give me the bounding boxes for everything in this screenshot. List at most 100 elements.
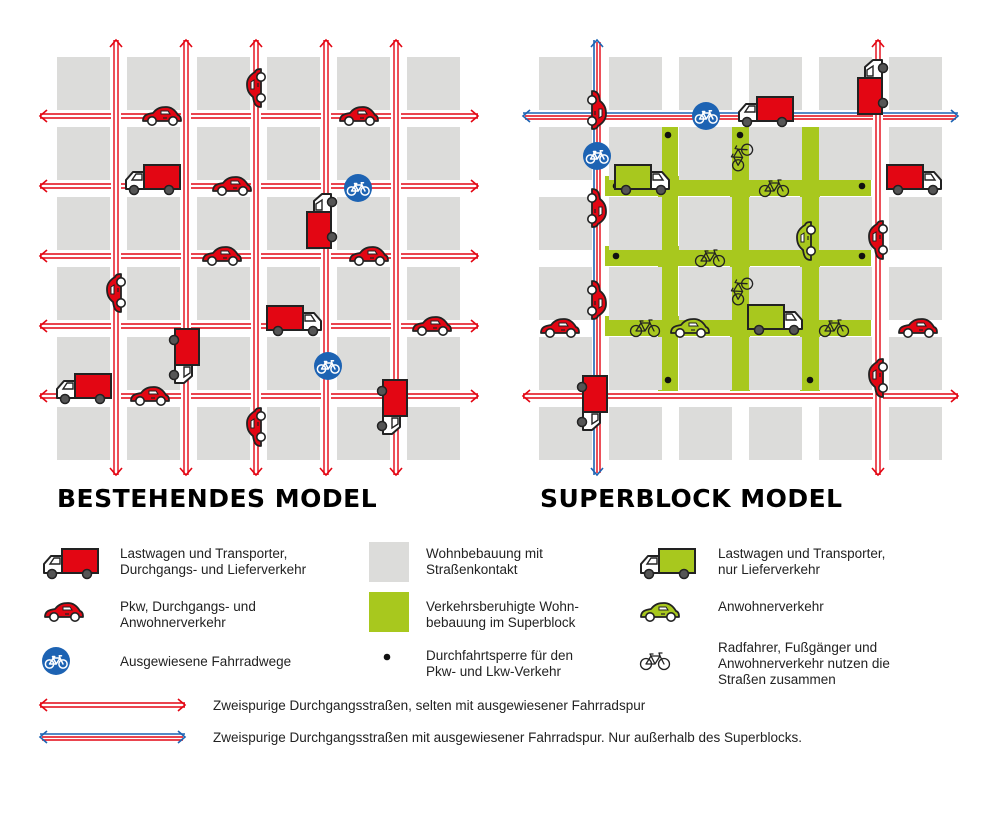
truck-icon bbox=[306, 193, 338, 249]
green-shared-street bbox=[730, 127, 750, 392]
car-icon bbox=[640, 602, 680, 622]
residential-block bbox=[889, 197, 942, 250]
residential-block bbox=[679, 127, 732, 180]
bike-lane-sign-icon bbox=[314, 352, 342, 380]
bicycle-icon bbox=[730, 277, 754, 306]
residential-block bbox=[749, 197, 802, 250]
bike-lane-sign-icon bbox=[583, 142, 611, 170]
residential-block bbox=[539, 267, 592, 320]
legend-icons bbox=[38, 542, 696, 744]
residential-block bbox=[609, 267, 662, 320]
residential-block bbox=[127, 407, 180, 460]
barrier-dot-icon bbox=[383, 653, 391, 661]
truck-icon bbox=[640, 548, 696, 580]
residential-block bbox=[267, 127, 320, 180]
legend-shared-street-label: Radfahrer, Fußgänger und Anwohnerverkehr… bbox=[718, 640, 890, 687]
residential-block bbox=[267, 337, 320, 390]
residential-block bbox=[819, 197, 872, 250]
car-icon bbox=[212, 176, 252, 196]
bicycle-icon bbox=[758, 179, 790, 198]
residential-blocks bbox=[539, 57, 942, 460]
barrier-dot-icon bbox=[664, 376, 672, 384]
car-icon bbox=[587, 188, 607, 228]
residential-block bbox=[127, 267, 180, 320]
residential-block bbox=[889, 407, 942, 460]
residential-block bbox=[267, 407, 320, 460]
car-icon bbox=[246, 68, 266, 108]
barrier-dot-icon bbox=[612, 252, 620, 260]
residential-block bbox=[539, 197, 592, 250]
bicycle-icon bbox=[629, 319, 661, 338]
residential-block bbox=[679, 267, 732, 320]
residential-block bbox=[197, 57, 250, 110]
barrier-dot-icon bbox=[736, 131, 744, 139]
superblock-model-map bbox=[521, 38, 960, 477]
truck-icon bbox=[168, 328, 200, 384]
residential-block bbox=[197, 197, 250, 250]
residential-block bbox=[539, 127, 592, 180]
vehicles bbox=[56, 68, 452, 447]
residential-block bbox=[889, 337, 942, 390]
bicycle-icon bbox=[730, 143, 754, 172]
car-icon bbox=[44, 602, 84, 622]
legend-bike-lane-label: Ausgewiesene Fahrradwege bbox=[120, 654, 292, 669]
horizontal-street-arrow bbox=[38, 730, 187, 744]
existing-model-title: BESTEHENDES MODEL bbox=[57, 484, 378, 513]
legend-truck-green-label: Lastwagen und Transporter, nur Lieferver… bbox=[718, 546, 886, 577]
car-icon bbox=[868, 220, 888, 260]
residential-block bbox=[819, 127, 872, 180]
residential-block bbox=[889, 57, 942, 110]
residential-block bbox=[57, 197, 110, 250]
legend-residential-label: Wohnbebauung mit Straßenkontakt bbox=[426, 546, 543, 577]
residential-block bbox=[749, 127, 802, 180]
residential-block bbox=[337, 57, 390, 110]
car-icon bbox=[106, 273, 126, 313]
residential-block bbox=[337, 127, 390, 180]
vehicles bbox=[540, 59, 942, 431]
vertical-street-arrow bbox=[179, 38, 193, 477]
bike-glyph bbox=[44, 655, 68, 669]
residential-block bbox=[57, 127, 110, 180]
residential-block bbox=[337, 267, 390, 320]
car-icon bbox=[587, 280, 607, 320]
residential-block bbox=[749, 407, 802, 460]
legend-street-red-label: Zweispurige Durchgangsstraßen, selten mi… bbox=[213, 698, 646, 713]
residential-block bbox=[337, 407, 390, 460]
residential-block bbox=[407, 337, 460, 390]
truck-icon bbox=[125, 164, 181, 196]
residential-block bbox=[407, 267, 460, 320]
residential-block bbox=[609, 57, 662, 110]
residential-block bbox=[197, 267, 250, 320]
residential-block bbox=[57, 407, 110, 460]
car-icon bbox=[540, 318, 580, 338]
vertical-street-arrow bbox=[319, 38, 333, 477]
truck-icon bbox=[747, 304, 803, 336]
bike-glyph bbox=[316, 360, 340, 374]
residential-block bbox=[127, 57, 180, 110]
superblock-area-swatch bbox=[369, 592, 409, 632]
bicycle-icon bbox=[694, 249, 726, 268]
residential-block bbox=[679, 407, 732, 460]
residential-swatch bbox=[369, 542, 409, 582]
legend-barrier-label: Durchfahrtsperre für den Pkw- und Lkw-Ve… bbox=[426, 648, 574, 679]
streets bbox=[38, 38, 480, 477]
residential-block bbox=[337, 197, 390, 250]
bike-lane-sign-icon bbox=[344, 174, 372, 202]
residential-block bbox=[819, 267, 872, 320]
residential-block bbox=[679, 57, 732, 110]
residential-block bbox=[749, 337, 802, 390]
legend-car-green-label: Anwohnerverkehr bbox=[718, 599, 824, 614]
barrier-dot-icon bbox=[858, 182, 866, 190]
residential-block bbox=[407, 197, 460, 250]
car-icon bbox=[587, 90, 607, 130]
residential-block bbox=[609, 407, 662, 460]
residential-block bbox=[539, 57, 592, 110]
vertical-street-arrow bbox=[249, 38, 263, 477]
bicycle-icon bbox=[639, 652, 671, 671]
residential-block bbox=[819, 407, 872, 460]
truck-icon bbox=[614, 164, 670, 196]
legend-truck-red-label: Lastwagen und Transporter, Durchgangs- u… bbox=[120, 546, 307, 577]
residential-block bbox=[127, 337, 180, 390]
residential-block bbox=[57, 57, 110, 110]
